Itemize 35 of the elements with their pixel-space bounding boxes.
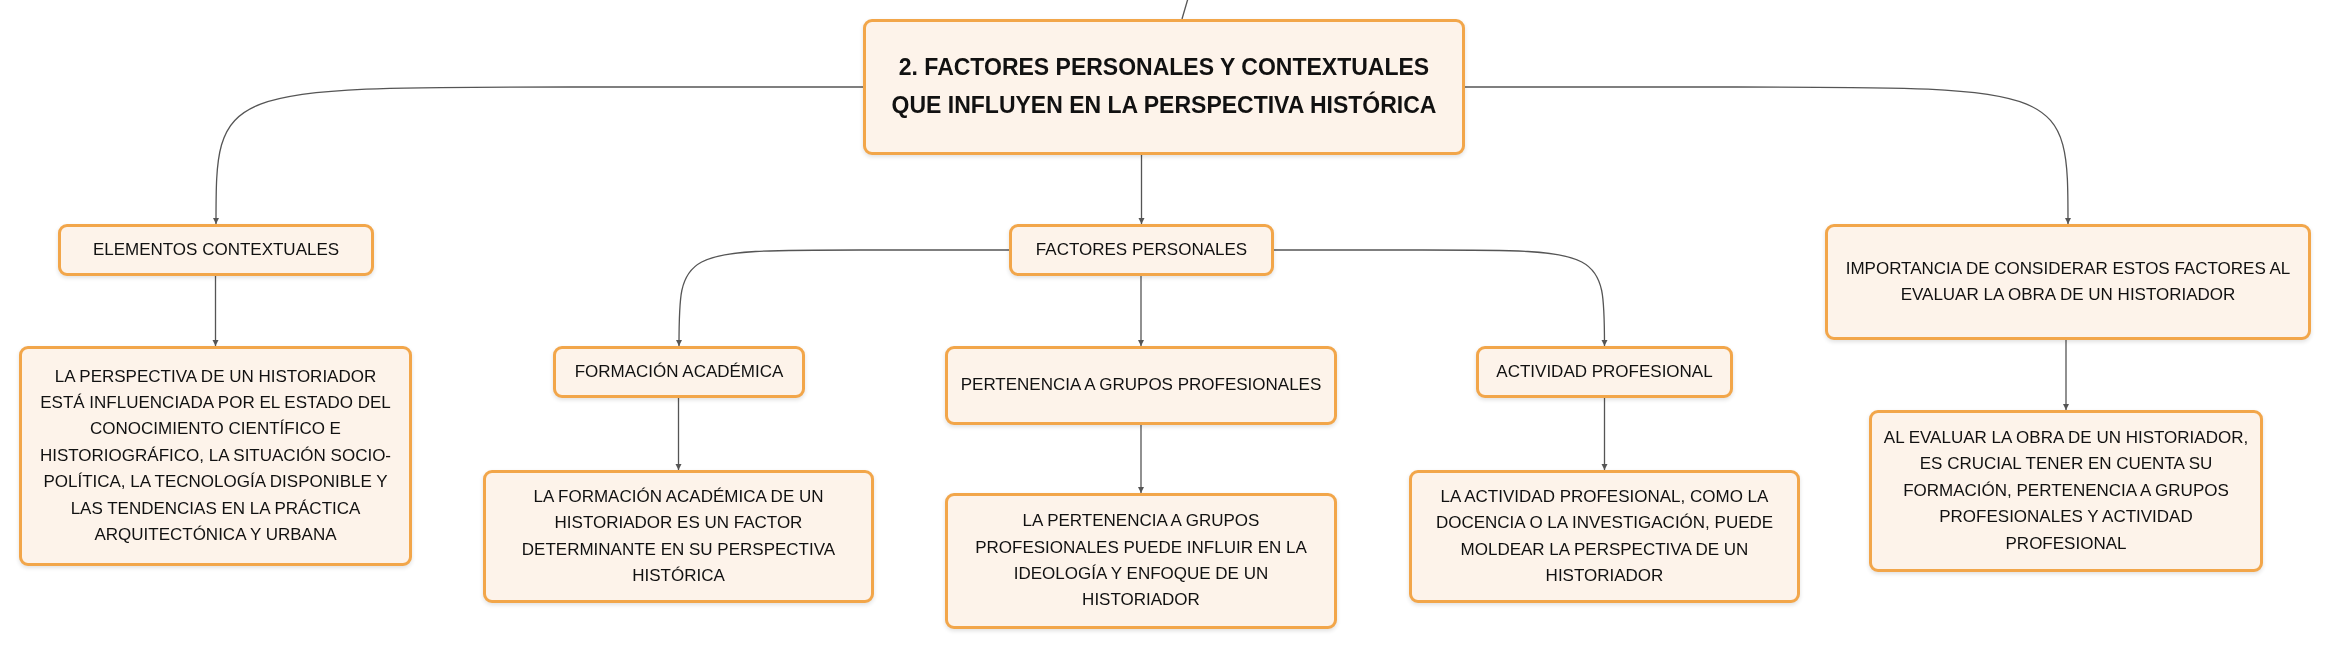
topic-text: FORMACIÓN ACADÉMICA	[574, 360, 784, 383]
topic-text: FACTORES PERSONALES	[1035, 238, 1248, 261]
central-topic-box	[863, 19, 1465, 155]
connector-arrow	[2062, 339, 2070, 411]
topic-box	[553, 346, 805, 398]
topic-text: ACTIVIDAD PROFESIONAL	[1496, 360, 1713, 383]
topic-box	[1476, 346, 1733, 398]
topic-text: IMPORTANCIA DE CONSIDERAR ESTOS FACTORES AL EVALUAR LA OBRA DE UN HISTORIADOR	[1844, 257, 2292, 306]
connector-arrow	[1601, 397, 1608, 471]
topic-box	[58, 224, 374, 276]
connector-arrow	[212, 275, 219, 347]
connector-arrow	[1464, 86, 2072, 225]
topic-box	[945, 493, 1337, 629]
topic-box	[1409, 470, 1800, 603]
connector-arrow	[212, 86, 864, 225]
topic-text: LA FORMACIÓN ACADÉMICA DE UN HISTORIADOR ES UN FACTOR DETERMINANTE EN SU PERSPECTIVA HISTÓRICA	[520, 485, 837, 587]
topic-text: 2. FACTORES PERSONALES Y CONTEXTUALES QUE INFLUYEN EN LA PERSPECTIVA HISTÓRICA	[890, 53, 1438, 120]
topic-box	[1009, 224, 1274, 276]
connector-arrow	[1273, 249, 1608, 347]
connector-arrow	[1137, 275, 1145, 347]
topic-text: LA PERTENENCIA A GRUPOS PROFESIONALES PUEDE INFLUIR EN LA IDEOLOGÍA Y ENFOQUE DE UN HISTORIADOR	[974, 510, 1308, 612]
topic-box	[1825, 224, 2311, 340]
topic-box	[1869, 410, 2263, 572]
connector-arrow	[675, 397, 682, 471]
topic-box	[19, 346, 412, 566]
topic-text: LA PERSPECTIVA DE UN HISTORIADOR ESTÁ INFLUENCIADA POR EL ESTADO DEL CONOCIMIENTO CIENTÍFICO E HISTORIOGRÁFICO, LA SITUACIÓN SOCIO-POLÍTICA, LA TECNOLOGÍA DISPONIBLE Y LAS TENDENCIAS EN LA PRÁCTICA ARQUITECTÓNICA Y URBANA	[38, 365, 393, 546]
topic-text: LA ACTIVIDAD PROFESIONAL, COMO LA DOCENCIA O LA INVESTIGACIÓN, PUEDE MOLDEAR LA PERSPECTIVA DE UN HISTORIADOR	[1434, 485, 1775, 587]
topic-text: ELEMENTOS CONTEXTUALES	[92, 238, 340, 261]
topic-box	[483, 470, 874, 603]
connector-arrow	[1137, 424, 1145, 494]
topic-box	[945, 346, 1337, 425]
connector-arrow	[675, 249, 1010, 347]
connector-arrow	[1138, 154, 1145, 225]
topic-text: AL EVALUAR LA OBRA DE UN HISTORIADOR, ES CRUCIAL TENER EN CUENTA SU FORMACIÓN, PERTENENCIA A GRUPOS PROFESIONALES Y ACTIVIDAD PROFESIONAL	[1882, 427, 2250, 555]
topic-text: PERTENENCIA A GRUPOS PROFESIONALES	[960, 374, 1322, 397]
